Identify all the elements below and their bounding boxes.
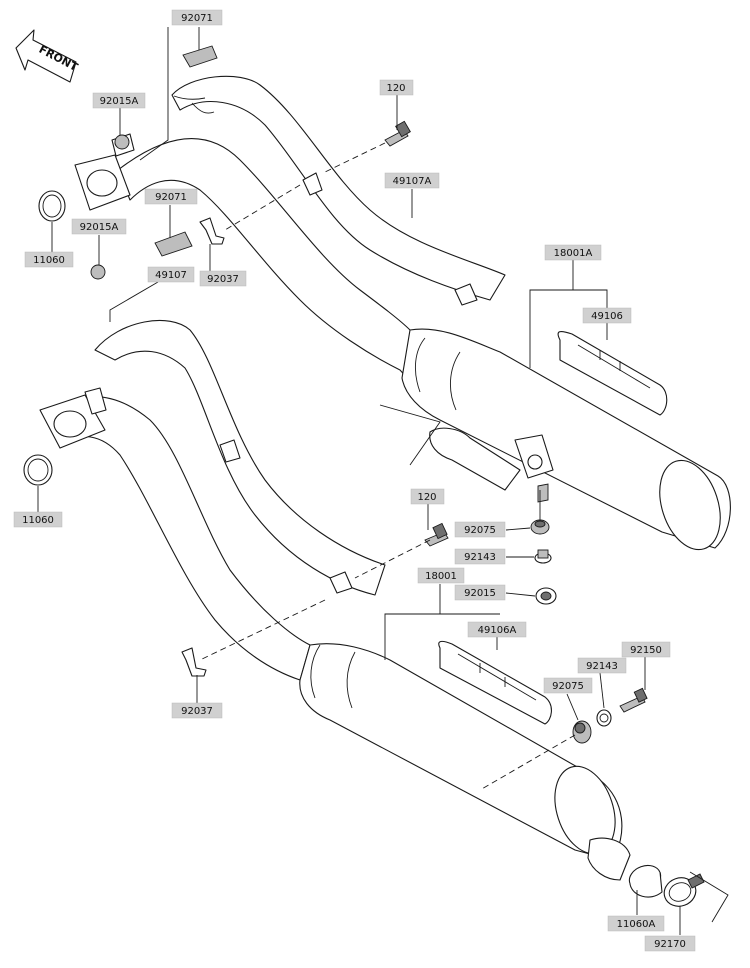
collar-92143-mid (534, 549, 552, 564)
bolt-120-mid (424, 522, 449, 547)
svg-text:92015: 92015 (464, 588, 496, 599)
svg-text:92143: 92143 (586, 661, 618, 672)
heat-shield-49107 (94, 319, 386, 596)
callout-92075-mid: 92075 (454, 521, 506, 538)
callout-92015A-top: 92015A (92, 92, 146, 109)
callout-92143-mid: 92143 (454, 548, 506, 565)
callout-92071-top: 92071 (171, 9, 223, 26)
front-arrow-icon: FRONT (15, 29, 80, 83)
svg-text:49107: 49107 (155, 270, 187, 281)
svg-text:18001A: 18001A (554, 248, 593, 259)
clamp-92170 (663, 873, 705, 907)
heat-shield-49106 (557, 330, 668, 416)
heat-shield-49107A (171, 75, 506, 306)
callout-92150: 92150 (621, 641, 671, 658)
svg-text:120: 120 (417, 492, 436, 503)
svg-text:92150: 92150 (630, 645, 662, 656)
svg-text:49107A: 49107A (393, 176, 432, 187)
callout-92143-low: 92143 (577, 657, 627, 674)
callout-49107A: 49107A (384, 172, 440, 189)
svg-text:120: 120 (386, 83, 405, 94)
bracket-92037-top (199, 217, 225, 245)
callout-49106: 49106 (582, 307, 632, 324)
lower-exhaust-pipe (59, 396, 631, 881)
svg-text:92015A: 92015A (100, 96, 139, 107)
callout-92071-mid: 92071 (144, 188, 198, 205)
bolt-120-top (384, 120, 411, 147)
callout-11060-mid: 11060 (13, 511, 63, 528)
svg-text:11060: 11060 (33, 255, 65, 266)
callout-11060A: 11060A (607, 915, 665, 932)
bolt-92150 (619, 687, 648, 713)
flange-lower (39, 387, 107, 449)
leader-lines (37, 27, 729, 935)
collar-92143-low (596, 709, 612, 727)
clip-92071-mid (154, 231, 193, 257)
bracket-92037-low (181, 647, 207, 677)
callout-49106A: 49106A (467, 621, 527, 638)
svg-text:11060A: 11060A (617, 919, 656, 930)
damper-92075-mid (530, 519, 550, 535)
svg-text:11060: 11060 (22, 515, 54, 526)
callout-49107: 49107 (147, 266, 195, 283)
callout-11060-top: 11060 (24, 251, 74, 268)
callout-92037-top: 92037 (199, 270, 247, 287)
svg-text:92015A: 92015A (80, 222, 119, 233)
svg-text:92143: 92143 (464, 552, 496, 563)
callout-92015: 92015 (454, 584, 506, 601)
mount-bracket-upper (514, 434, 554, 503)
collar-92015A-top (114, 134, 130, 150)
svg-text:49106: 49106 (591, 311, 623, 322)
heat-shield-49106A (438, 640, 552, 725)
callout-92075-low: 92075 (543, 677, 593, 694)
svg-text:92170: 92170 (654, 939, 686, 950)
svg-text:92037: 92037 (207, 274, 239, 285)
svg-text:92037: 92037 (181, 706, 213, 717)
callout-92015A-mid: 92015A (71, 218, 127, 235)
bushing-92015 (535, 587, 557, 605)
collar-92015A-mid (90, 264, 106, 280)
callout-18001: 18001 (417, 567, 465, 584)
svg-text:92071: 92071 (155, 192, 187, 203)
callout-120-top: 120 (379, 79, 414, 96)
gasket-11060A (628, 864, 663, 898)
svg-text:92075: 92075 (464, 525, 496, 536)
svg-text:92075: 92075 (552, 681, 584, 692)
clip-92071-top (182, 45, 218, 68)
upper-exhaust-pipe (117, 138, 731, 551)
callout-92170: 92170 (644, 935, 696, 952)
svg-text:18001: 18001 (425, 571, 457, 582)
damper-92075-low (572, 720, 592, 744)
assembly-lines (199, 142, 576, 791)
callout-18001A: 18001A (544, 244, 602, 261)
svg-text:49106A: 49106A (478, 625, 517, 636)
svg-text:92071: 92071 (181, 13, 213, 24)
callout-120-mid: 120 (410, 488, 445, 505)
callout-92037-low: 92037 (171, 702, 223, 719)
